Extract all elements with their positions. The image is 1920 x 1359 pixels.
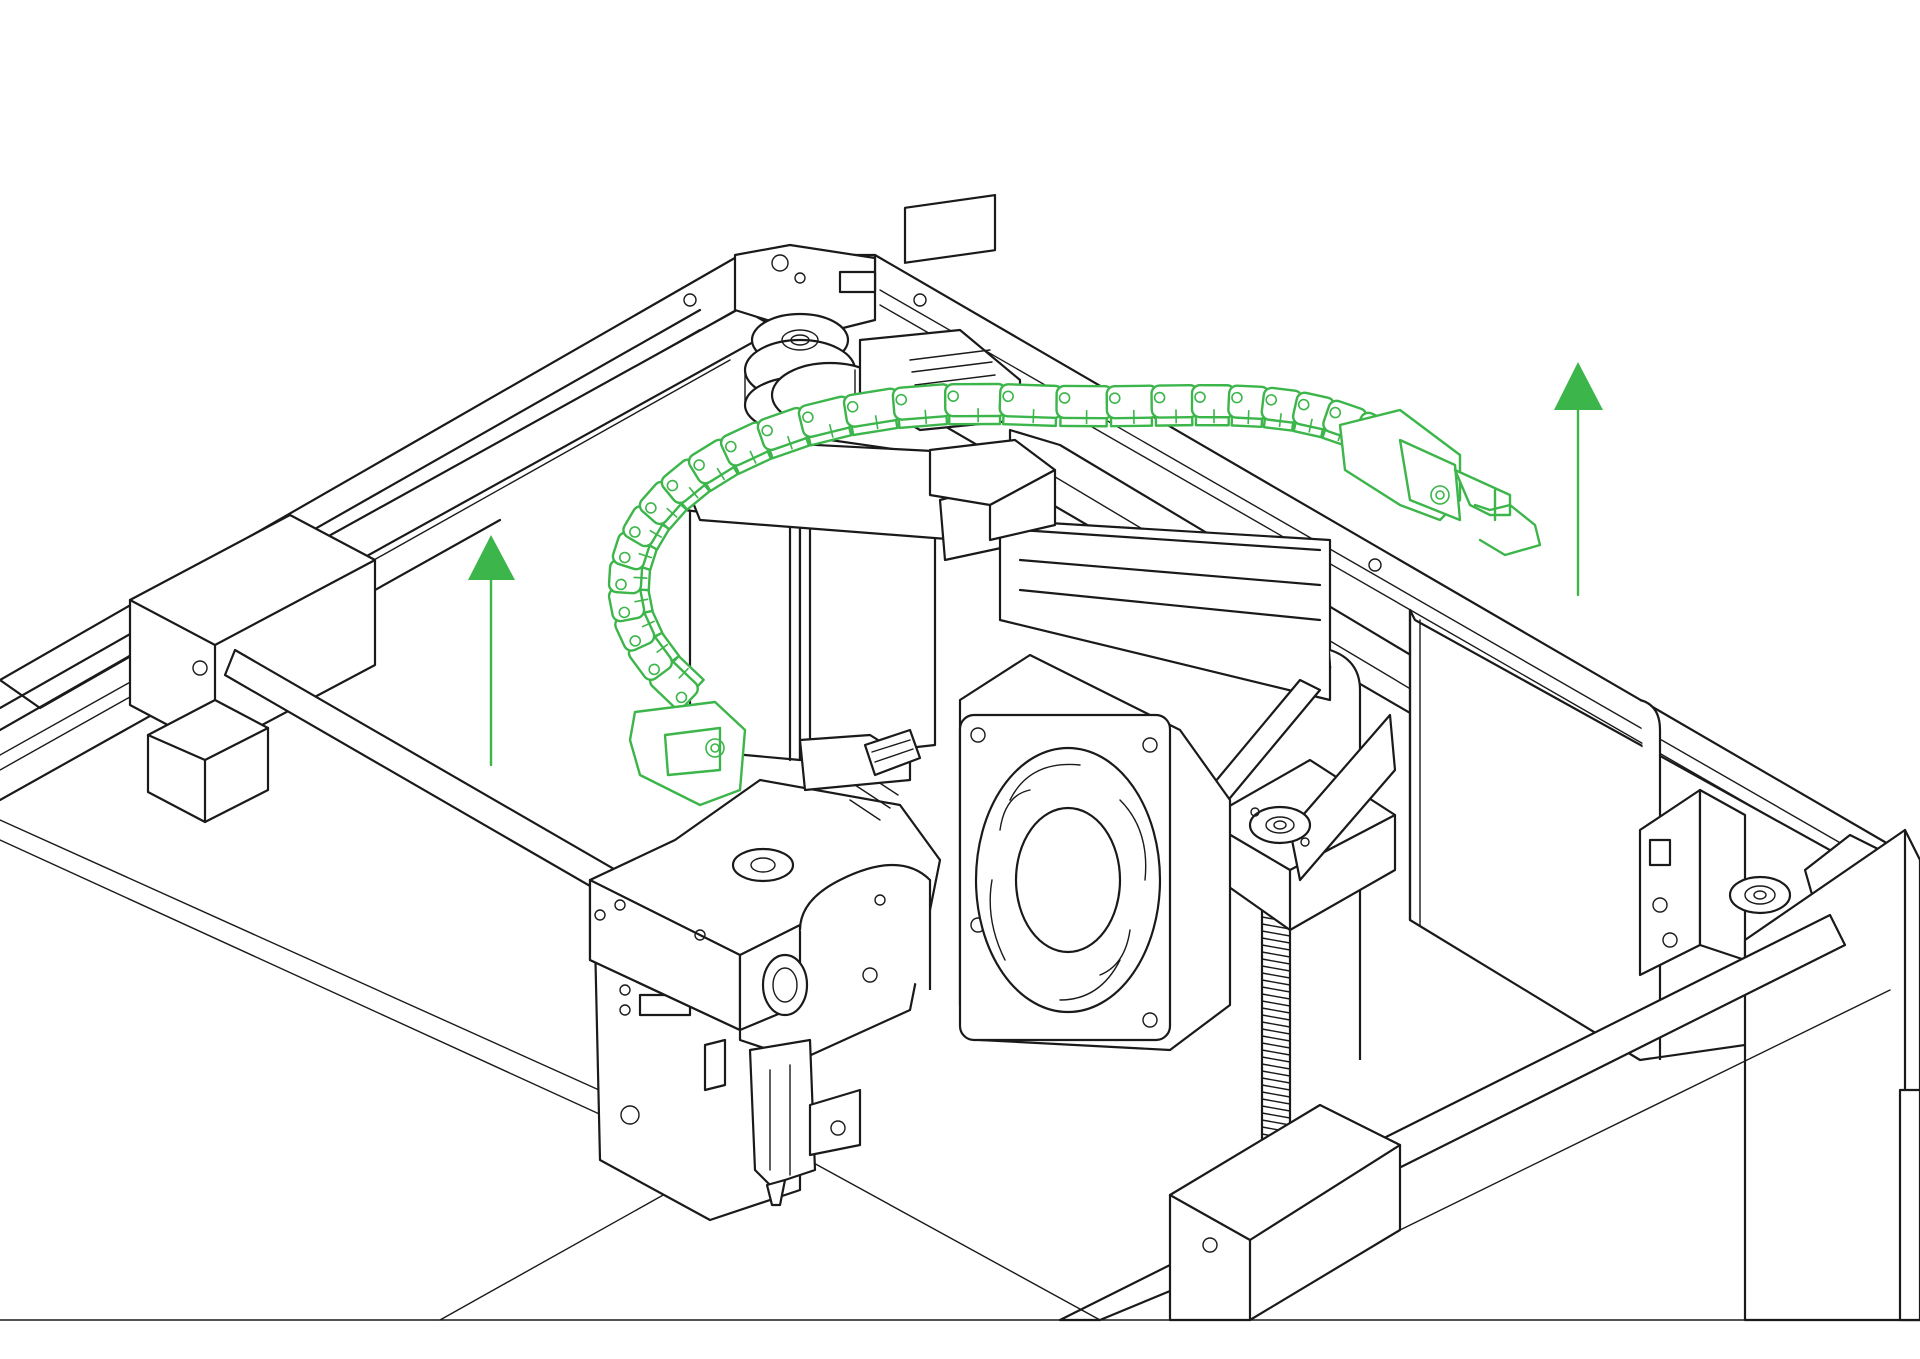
right-corner-bracket	[1638, 788, 1747, 977]
cable-chain-link	[756, 406, 812, 460]
cable-chain-link	[1260, 386, 1304, 432]
left-lower-bracket	[146, 698, 270, 824]
rear-left-corner-bracket	[733, 243, 877, 337]
z-carriage-bracket	[1198, 678, 1397, 932]
cable-chain-link	[611, 531, 659, 572]
cable-chain-link	[607, 583, 654, 623]
arrow-up-icon	[1554, 362, 1603, 597]
cable-chain-frame-end	[1338, 408, 1542, 557]
front-right-corner-block	[1168, 1103, 1402, 1322]
cable-chain-highlight	[607, 382, 1401, 710]
left-corner-block	[128, 513, 377, 752]
cable-chain-link	[797, 395, 855, 447]
cable-chain-link	[1291, 391, 1336, 439]
cable-chain-link	[998, 383, 1065, 428]
cable-chain-link	[1227, 384, 1271, 429]
toolhead-rod-bearing	[761, 953, 809, 1017]
cable-chain-link	[891, 383, 954, 430]
cable-chain-link	[1105, 384, 1159, 428]
toolhead-connector	[863, 728, 922, 777]
bed-edge-lines	[0, 989, 1920, 1321]
cable-chain-link	[943, 382, 1008, 426]
arrow-up-icon	[468, 535, 515, 767]
cable-chain-link	[842, 387, 903, 437]
toolhead-extruder	[588, 733, 942, 1062]
cable-chain-link	[719, 421, 773, 475]
cable-chain-link	[1190, 383, 1236, 427]
cooling-fan	[958, 653, 1232, 1052]
hotend-nozzle	[748, 1038, 862, 1207]
cable-chain-link	[1055, 384, 1115, 428]
drag-chain-mount-bracket	[928, 438, 1057, 542]
cable-chain-toolhead-end	[628, 700, 747, 807]
